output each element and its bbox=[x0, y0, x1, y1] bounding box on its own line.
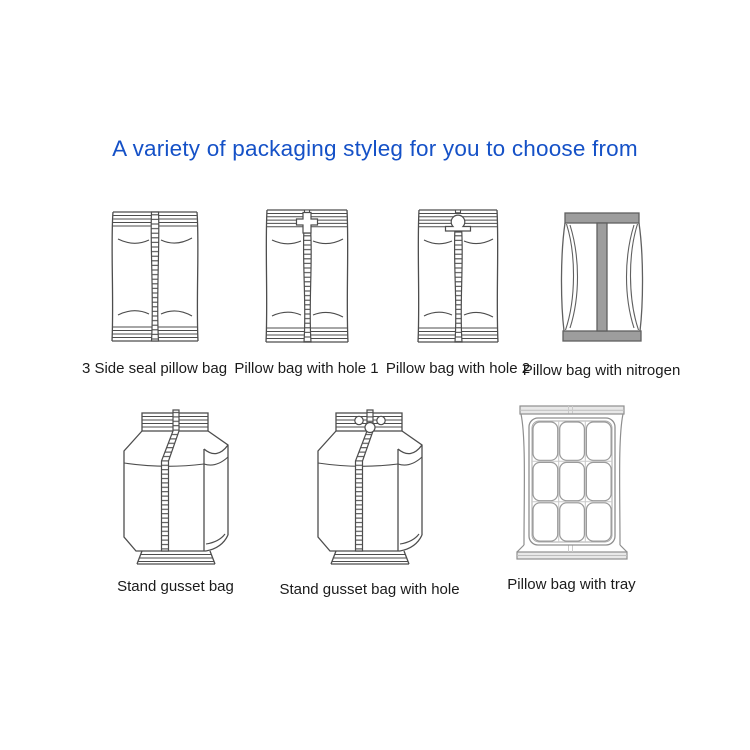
packaging-style-label: 3 Side seal pillow bag bbox=[81, 360, 228, 377]
packaging-style-card-3-side-seal-pillow-bag: 3 Side seal pillow bag bbox=[57, 209, 252, 377]
packaging-style-label: Pillow bag with hole 2 bbox=[385, 360, 531, 377]
packaging-style-label: Pillow bag with nitrogen bbox=[522, 362, 681, 379]
pillow-bag-tray-icon bbox=[515, 405, 628, 560]
packaging-style-card-stand-gusset-bag: Stand gusset bag bbox=[78, 407, 273, 595]
packaging-style-card-pillow-bag-hole-2: Pillow bag with hole 2 bbox=[361, 207, 555, 377]
packaging-style-card-pillow-bag-hole-1: Pillow bag with hole 1 bbox=[209, 207, 404, 377]
pillow-bag-hole-2-icon bbox=[417, 209, 499, 343]
pillow-bag-hole-1-icon bbox=[264, 209, 349, 343]
packaging-style-card-pillow-bag-tray: Pillow bag with tray bbox=[474, 403, 669, 593]
packaging-style-label: Stand gusset bag with hole bbox=[279, 581, 460, 598]
packaging-style-label: Pillow bag with tray bbox=[507, 576, 636, 593]
packaging-style-card-stand-gusset-bag-hole: Stand gusset bag with hole bbox=[272, 407, 467, 598]
packaging-style-label: Stand gusset bag bbox=[117, 578, 234, 595]
pillow-bag-nitrogen-icon bbox=[560, 212, 643, 342]
page-title: A variety of packaging styleg for you to… bbox=[112, 136, 638, 161]
stand-gusset-bag-hole-icon bbox=[316, 409, 423, 565]
packaging-style-card-pillow-bag-nitrogen: Pillow bag with nitrogen bbox=[514, 209, 689, 379]
pillow-bag-icon bbox=[110, 211, 199, 342]
packaging-style-label: Pillow bag with hole 1 bbox=[234, 360, 379, 377]
stand-gusset-bag-icon bbox=[122, 409, 229, 565]
